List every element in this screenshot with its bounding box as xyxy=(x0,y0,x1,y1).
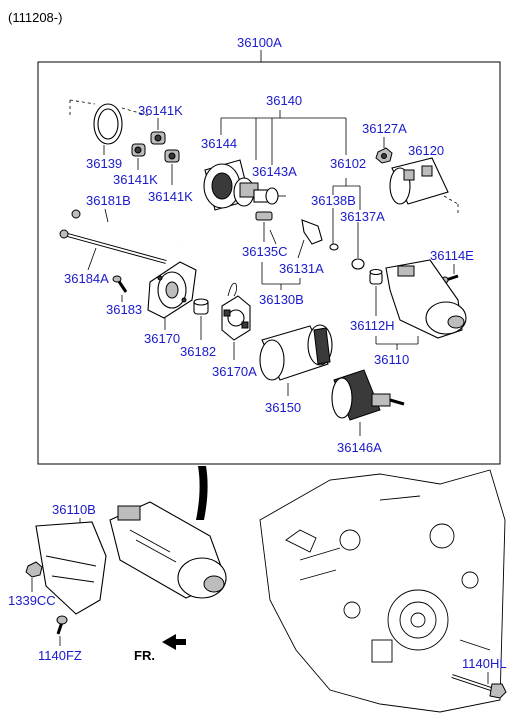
part-label-36140[interactable]: 36140 xyxy=(266,93,302,108)
leader-36181b xyxy=(104,208,109,223)
part-label-36131a[interactable]: 36131A xyxy=(279,261,324,276)
part-label-36183[interactable]: 36183 xyxy=(106,302,142,317)
bracket-36140 xyxy=(220,110,347,165)
front-direction-label: FR. xyxy=(134,648,155,663)
part-label-36135c[interactable]: 36135C xyxy=(242,244,288,259)
part-label-36181b[interactable]: 36181B xyxy=(86,193,131,208)
bushing-36141k-c xyxy=(164,149,180,163)
lever-36131a xyxy=(255,211,323,245)
part-label-36141k-right[interactable]: 36141K xyxy=(148,189,193,204)
part-label-36100a[interactable]: 36100A xyxy=(237,35,282,50)
snap-ring-36139 xyxy=(69,99,151,145)
pin-36138b xyxy=(329,243,339,251)
part-label-36143a[interactable]: 36143A xyxy=(252,164,297,179)
part-label-36184a[interactable]: 36184A xyxy=(64,271,109,286)
part-label-36120[interactable]: 36120 xyxy=(408,143,444,158)
leader-36131a xyxy=(297,239,305,259)
leader-36184a xyxy=(87,247,97,271)
yoke-36150 xyxy=(259,324,333,381)
armature-36146a xyxy=(331,369,405,421)
nut-1339cc xyxy=(25,561,43,578)
gear-housing-36144 xyxy=(203,159,259,211)
installation-pointer xyxy=(196,466,208,520)
assembly-frame xyxy=(37,61,501,465)
part-label-36182[interactable]: 36182 xyxy=(180,344,216,359)
part-label-36139[interactable]: 36139 xyxy=(86,156,122,171)
through-bolt-36184a xyxy=(59,229,167,264)
part-label-36141k-top[interactable]: 36141K xyxy=(138,103,183,118)
revision-code: (111208-) xyxy=(8,10,62,25)
bushing-36141k-b xyxy=(131,143,146,157)
part-label-36146a[interactable]: 36146A xyxy=(337,440,382,455)
part-label-36127a[interactable]: 36127A xyxy=(362,121,407,136)
part-label-36150[interactable]: 36150 xyxy=(265,400,301,415)
part-label-1339cc[interactable]: 1339CC xyxy=(8,593,56,608)
part-label-36114e[interactable]: 36114E xyxy=(430,248,474,263)
part-label-36130b[interactable]: 36130B xyxy=(259,292,304,307)
bushing-36182 xyxy=(193,298,209,315)
bracket-36130b xyxy=(261,262,301,290)
washer-36137a xyxy=(351,258,365,270)
part-label-36110b[interactable]: 36110B xyxy=(52,502,96,517)
starter-assembly-36110b xyxy=(109,501,227,599)
bushing-36141k-a xyxy=(150,131,166,145)
part-label-36137a[interactable]: 36137A xyxy=(340,209,385,224)
bracket-36110 xyxy=(375,336,419,350)
heat-shield xyxy=(35,521,107,615)
part-label-36144[interactable]: 36144 xyxy=(201,136,237,151)
part-label-36110[interactable]: 36110 xyxy=(374,352,409,367)
part-label-36141k-mid[interactable]: 36141K xyxy=(113,172,158,187)
part-label-1140fz[interactable]: 1140FZ xyxy=(38,648,82,663)
part-label-36102[interactable]: 36102 xyxy=(330,156,366,171)
part-label-36112h[interactable]: 36112H xyxy=(350,318,395,333)
solenoid-36120 xyxy=(389,157,459,214)
bracket-36138b-36137a xyxy=(332,178,361,258)
front-housing-36110 xyxy=(385,259,467,339)
front-arrow-icon xyxy=(162,634,186,650)
part-label-36138b[interactable]: 36138B xyxy=(311,193,356,208)
engine-block xyxy=(259,469,506,713)
bushing-36112h xyxy=(369,268,383,285)
bolt-1140hl xyxy=(451,674,507,699)
shaft-36143a xyxy=(253,187,286,205)
nut-36127a xyxy=(375,147,393,164)
part-label-1140hl[interactable]: 1140HL xyxy=(462,656,507,671)
part-label-36170[interactable]: 36170 xyxy=(144,331,180,346)
bolt-1140fz xyxy=(56,615,68,635)
end-plate-36170 xyxy=(147,261,197,319)
brush-holder-36170a xyxy=(221,282,251,341)
part-label-36170a[interactable]: 36170A xyxy=(212,364,257,379)
screw-36183 xyxy=(112,275,128,293)
bolt-36181b xyxy=(71,209,181,247)
